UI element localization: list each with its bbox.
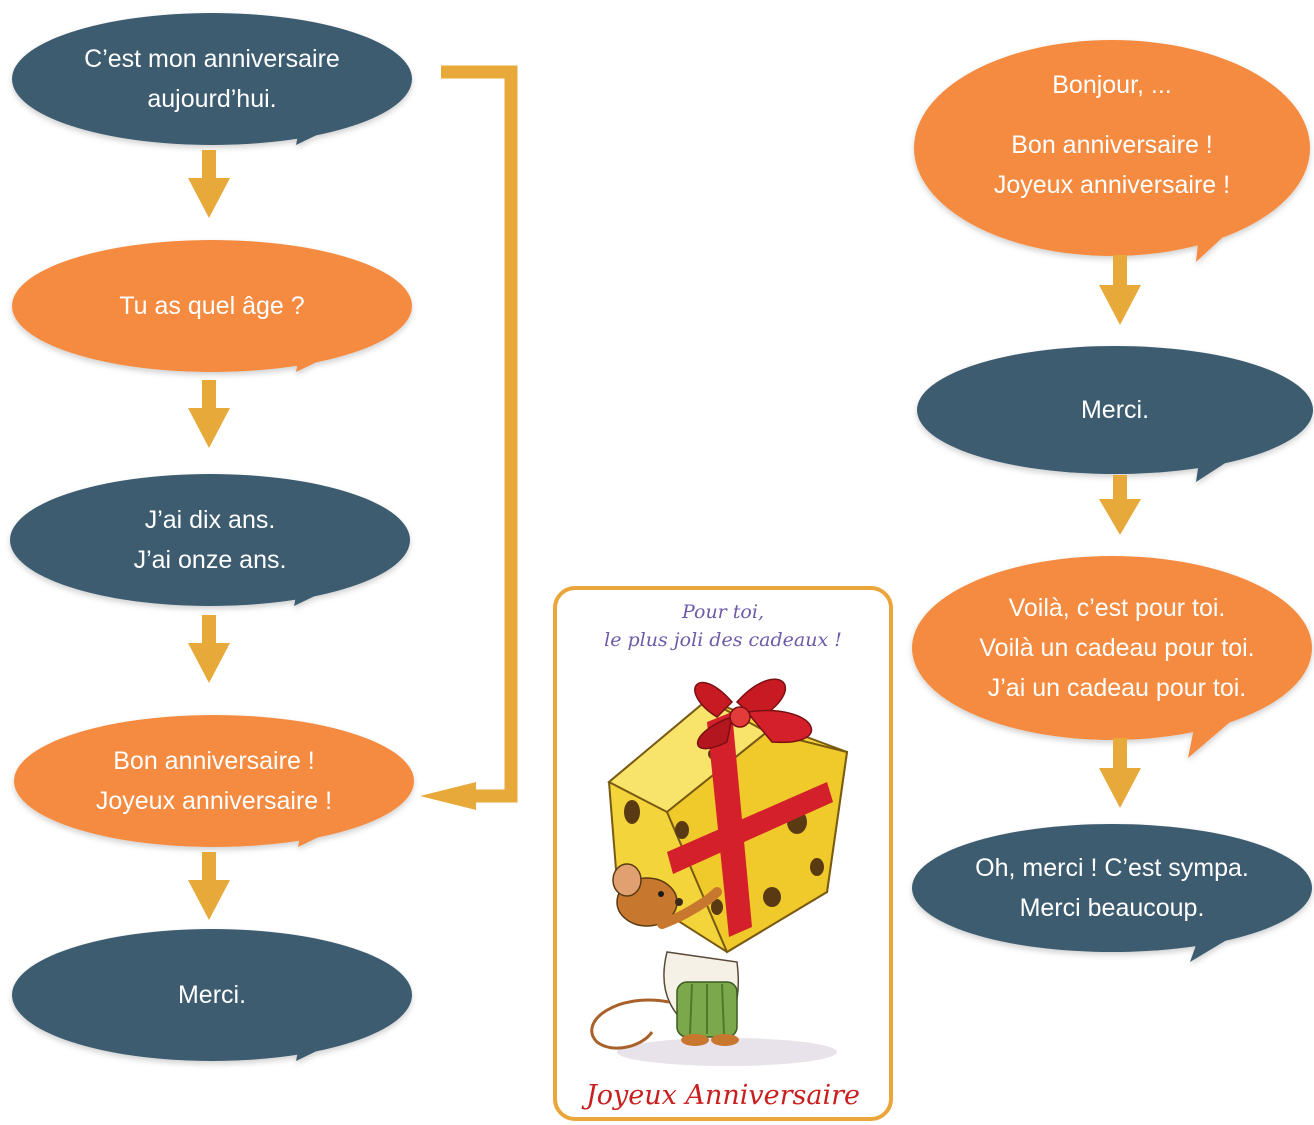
right-bubble-3-text: Voilà, c’est pour toi. Voilà un cadeau p… [979,594,1255,702]
left-arrows [188,150,230,920]
right-arrows [1099,255,1141,808]
left-bubble-3-text: J’ai dix ans. J’ai onze ans. [133,506,287,574]
birthday-card: Pour toi, le plus joli des cadeaux ! [553,586,893,1121]
down-arrow-icon [1099,738,1141,808]
left-bubble-5-text: Merci. [177,981,247,1009]
left-bubble-1 [12,13,412,145]
right-bubble-2 [917,346,1313,482]
right-bubble-2-text: Merci. [1080,396,1150,424]
left-bubble-2-text: Tu as quel âge ? [119,292,305,320]
bracket-connector [420,65,518,810]
down-arrow-icon [188,150,230,218]
left-bubble-4-text: Bon anniversaire ! Joyeux anniversaire ! [95,747,333,815]
right-bubble-4-text: Oh, merci ! C’est sympa. Merci beaucoup. [975,854,1249,922]
down-arrow-icon [1099,255,1141,325]
left-bubble-2 [12,240,412,372]
right-bubble-1-text: Bonjour, ... Bon anniversaire ! Joyeux a… [993,71,1231,199]
right-bubble-1 [914,40,1310,262]
right-bubble-4 [912,824,1312,962]
left-bubble-1-text: C’est mon anniversaire aujourd’hui. [84,45,340,113]
down-arrow-icon [188,380,230,448]
mouse-with-cheese-gift-illustration [590,678,849,1066]
card-message: Pour toi, le plus joli des cadeaux ! [604,601,842,651]
left-arrow-icon [420,782,476,810]
left-bubble-4 [14,715,414,847]
card-title: Joyeux Anniversaire [585,1080,861,1111]
down-arrow-icon [1099,475,1141,535]
down-arrow-icon [188,615,230,683]
right-bubble-3 [912,556,1312,758]
bubble-shape [12,13,412,145]
left-bubble-5 [12,929,412,1061]
down-arrow-icon [188,852,230,920]
left-bubble-3 [10,474,410,606]
